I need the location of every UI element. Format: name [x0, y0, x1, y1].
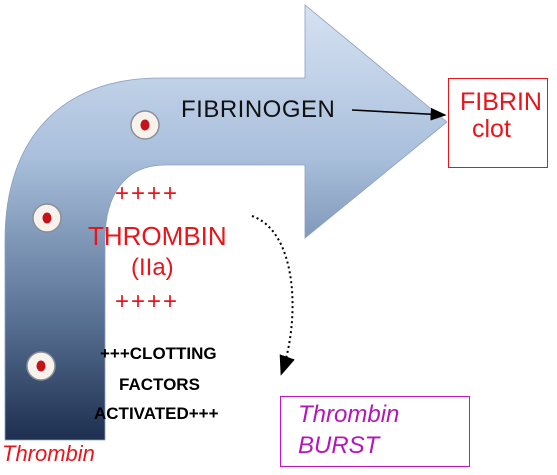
clotting-factors-line1: +++CLOTTING [100, 344, 217, 363]
thrombin-bottom-label: Thrombin [2, 441, 95, 466]
fibrinogen-to-fibrin-arrow [351, 107, 447, 121]
thrombin-burst-box [280, 396, 470, 467]
cell-icon-bottom [26, 351, 56, 381]
fibrin-label: FIBRIN [460, 88, 542, 116]
fibrinogen-label: FIBRINOGEN [181, 96, 336, 123]
burst-box-line2: BURST [298, 432, 380, 459]
curved-arrow [4, 4, 448, 441]
cell-icon-top [130, 110, 160, 140]
clotting-factors-line3: ACTIVATED+++ [94, 404, 219, 423]
fibrin-clot-box [448, 78, 548, 168]
plus-signs-bottom: ++++ [115, 288, 180, 315]
cell-icon-middle [32, 203, 62, 233]
plus-signs-top: ++++ [115, 180, 180, 207]
burst-box-line1: Thrombin [298, 401, 400, 428]
clotting-factors-line2: FACTORS [119, 375, 200, 394]
thrombin-label: THROMBIN [88, 221, 227, 251]
clot-label: clot [472, 115, 511, 143]
dotted-feedback-arrow [251, 215, 295, 376]
thrombin-sublabel: (IIa) [131, 254, 174, 281]
